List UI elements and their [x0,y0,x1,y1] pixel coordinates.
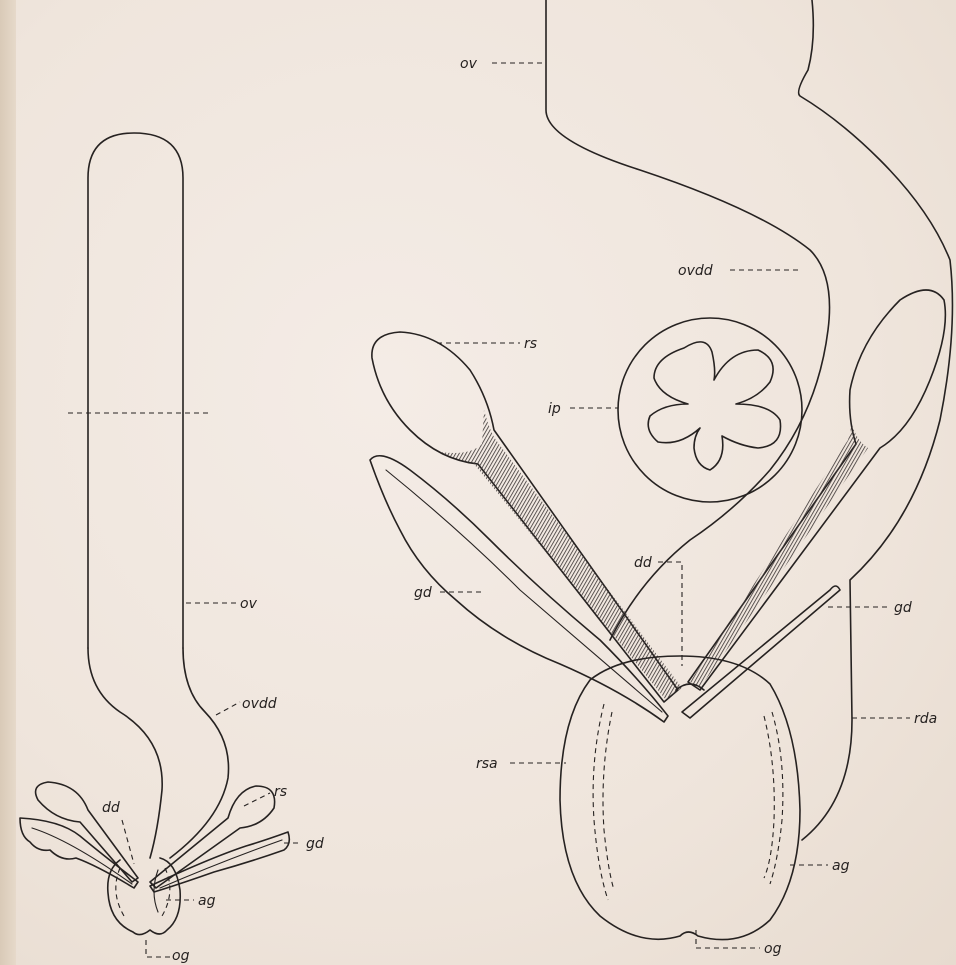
intestine-lumen [648,342,780,470]
right-atrium-gland-right-2 [764,716,774,878]
label-right-ag: ag [832,858,850,874]
intestine-cross-section [618,318,802,502]
left-ovary-tube [88,133,183,648]
label-left-ag: ag [198,893,216,909]
left-figure [20,133,289,935]
label-left-ovdd: ovdd [242,696,277,712]
label-right-dd: dd [634,555,652,571]
left-oviduct [88,648,162,858]
label-right-gd-right: gd [894,600,912,616]
right-genital-atrium [560,656,800,940]
label-left-gd: gd [306,836,324,852]
label-right-ip: ip [548,401,561,417]
label-left-og: og [172,948,190,964]
left-receptaculum-seminis-a [36,782,138,882]
label-right-rs: rs [524,336,537,352]
label-right-ovdd: ovdd [678,263,713,279]
label-left-ov: ov [240,596,258,612]
label-right-ov: ov [460,56,478,72]
left-gd-inner [32,828,132,884]
label-left-dd: dd [102,800,120,816]
right-glandular-duct-right [682,586,840,718]
right-figure [370,0,952,940]
right-atrium-gland-right [770,712,783,884]
right-atrium-gland-left-2 [603,712,614,890]
label-left-rs: rs [274,784,287,800]
label-right-rda: rda [914,711,937,727]
label-right-og: og [764,941,782,957]
left-atrium-gland-2 [162,868,170,916]
label-right-gd-left: gd [414,585,432,601]
left-oviduct-wall [170,648,229,858]
right-atrium-gland-left [593,704,608,900]
label-right-rsa: rsa [476,756,498,772]
